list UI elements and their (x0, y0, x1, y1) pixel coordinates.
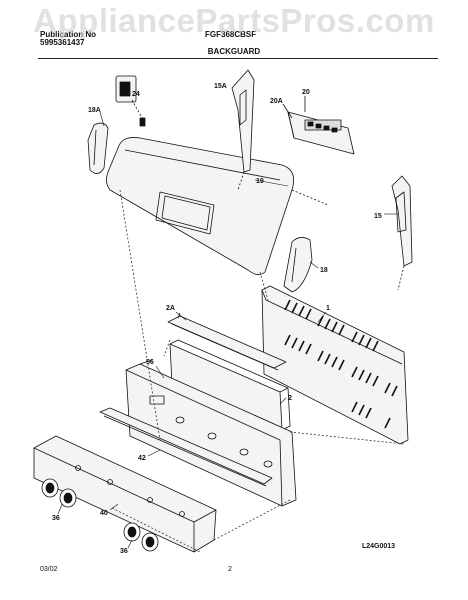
footer-date: 03/02 (40, 566, 58, 573)
label-part-20a: 20A (270, 98, 283, 105)
label-part-2: 2 (288, 395, 292, 402)
header-rule (38, 58, 438, 59)
part-2a-shield (167, 312, 287, 371)
part-24-switch (115, 75, 146, 127)
label-part-18: 18 (320, 267, 328, 274)
label-part-42: 42 (138, 455, 146, 462)
label-part-40: 40 (100, 510, 108, 517)
publication-label: Publication No (40, 30, 96, 39)
label-part-15: 15 (374, 213, 382, 220)
label-part-15a: 15A (214, 83, 227, 90)
part-18a-end-cap (87, 122, 109, 174)
label-part-2a: 2A (166, 305, 175, 312)
drawing-code: L24G0013 (362, 543, 396, 550)
label-part-20: 20 (302, 89, 310, 96)
part-36-knobs (41, 478, 159, 552)
label-part-24: 24 (132, 91, 140, 98)
part-42-rail (99, 407, 273, 487)
page-number: 2 (228, 566, 232, 573)
leader-lines (57, 111, 398, 549)
part-1-rear-panel (261, 285, 409, 445)
part-18-end-cap (283, 237, 313, 293)
section-title: BACKGUARD (207, 47, 261, 56)
label-part-18a: 18A (88, 107, 101, 114)
publication-number: 5995361437 (40, 38, 85, 47)
part-15a-bracket (231, 69, 255, 191)
label-part-19: 19 (256, 178, 264, 185)
assembly-guide-lines (111, 189, 405, 553)
label-part-36-bottom: 36 (120, 548, 128, 555)
part-19-backguard-panel (106, 137, 329, 275)
part-20-control-module (282, 96, 355, 155)
label-part-1: 1 (326, 305, 330, 312)
label-part-56: 56 (146, 359, 154, 366)
part-15-bracket (391, 175, 413, 291)
label-part-36-left: 36 (52, 515, 60, 522)
model-number: FGF368CBSF (205, 30, 257, 39)
